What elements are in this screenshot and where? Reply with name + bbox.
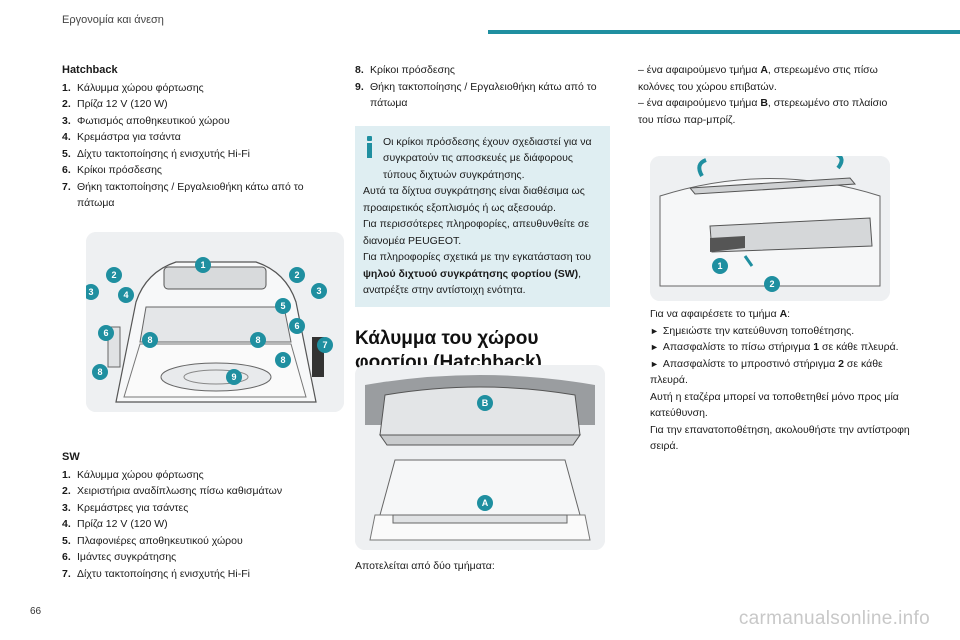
svg-text:3: 3 — [88, 287, 93, 297]
step-2: ►Απασφαλίστε το πίσω στήριγμα 1 σε κάθε … — [650, 341, 899, 353]
page-number: 66 — [30, 606, 42, 617]
column-right: – ένα αφαιρούμενο τμήμα A, στερεωμένο στ… — [638, 62, 900, 128]
watermark: carmanualsonline.info — [738, 608, 930, 629]
svg-text:1: 1 — [200, 260, 205, 270]
column-left: Hatchback 1.Κάλυμμα χώρου φόρτωσης 2.Πρί… — [62, 62, 324, 212]
svg-text:6: 6 — [294, 321, 299, 331]
info-text-3: Για περισσότερες πληροφορίες, απευθυνθεί… — [363, 218, 590, 247]
removal-title: Για να αφαιρέσετε το τμήμα A: — [650, 308, 791, 320]
callout-3: 3 — [86, 284, 99, 300]
figure1-callouts: 1 2 2 3 3 4 5 6 6 7 8 8 8 8 9 — [86, 257, 333, 385]
hatchback-list: 1.Κάλυμμα χώρου φόρτωσης 2.Πρίζα 12 V (1… — [62, 80, 324, 212]
page-header-title: Εργονομία και άνεση — [62, 14, 164, 26]
list-item: 3.Φωτισμός αποθηκευτικού χώρου — [62, 114, 230, 127]
label-2: 2 — [764, 276, 780, 292]
note-reinstall: Για την επανατοποθέτηση, ακολουθήστε την… — [650, 423, 910, 453]
svg-text:8: 8 — [97, 367, 102, 377]
callout-7: 7 — [317, 337, 333, 353]
svg-text:B: B — [482, 398, 489, 408]
trunk-illustration: 1 2 2 3 3 4 5 6 6 7 8 8 8 8 9 — [86, 232, 344, 412]
part-a-description: – ένα αφαιρούμενο τμήμα A, στερεωμένο στ… — [638, 64, 878, 93]
list-item: 1.Κάλυμμα χώρου φόρτωσης — [62, 468, 204, 481]
cover-illustration: B A — [355, 365, 605, 550]
svg-text:2: 2 — [294, 270, 299, 280]
callout-8: 8 — [142, 332, 158, 348]
info-text-2: Αυτά τα δίχτυα συγκράτησης είναι διαθέσι… — [363, 185, 585, 214]
removal-illustration: 1 2 — [650, 156, 890, 301]
list-item: 6.Ιμάντες συγκράτησης — [62, 551, 177, 563]
column-middle: 8.Κρίκοι πρόσδεσης 9.Θήκη τακτοποίησης /… — [355, 62, 610, 375]
list-item: 9.Θήκη τακτοποίησης / Εργαλειοθήκη κάτω … — [355, 80, 597, 110]
list-item: 5.Δίχτυ τακτοποίησης ή ενισχυτής Hi-Fi — [62, 147, 250, 160]
svg-text:8: 8 — [280, 355, 285, 365]
list-item: 2.Χειριστήρια αναδίπλωσης πίσω καθισμάτω… — [62, 485, 283, 497]
header-rule — [488, 30, 960, 34]
label-a: A — [477, 495, 493, 511]
callout-8: 8 — [92, 364, 108, 380]
callout-5: 5 — [275, 298, 291, 314]
info-box: Οι κρίκοι πρόσδεσης έχουν σχεδιαστεί για… — [355, 125, 610, 307]
callout-8: 8 — [275, 352, 291, 368]
sw-list: 1.Κάλυμμα χώρου φόρτωσης 2.Χειριστήρια α… — [62, 467, 324, 583]
cover-caption: Αποτελείται από δύο τμήματα: — [355, 560, 495, 572]
cover-parts-figure: B A — [355, 365, 605, 550]
removal-figure: 1 2 — [650, 156, 890, 301]
list-item: 7.Θήκη τακτοποίησης / Εργαλειοθήκη κάτω … — [62, 180, 304, 210]
list-item: 7.Δίχτυ τακτοποίησης ή ενισχυτής Hi-Fi — [62, 567, 250, 580]
list-item: 6.Κρίκοι πρόσδεσης — [62, 164, 162, 176]
svg-text:6: 6 — [103, 328, 108, 338]
list-item: 5.Πλαφονιέρες αποθηκευτικού χώρου — [62, 534, 243, 547]
list-item: 8.Κρίκοι πρόσδεσης — [355, 64, 455, 76]
svg-text:2: 2 — [769, 279, 774, 289]
arrow-icon: ► — [650, 342, 659, 352]
note-direction: Αυτή η εταζέρα μπορεί να τοποθετηθεί μόν… — [650, 390, 899, 420]
svg-text:2: 2 — [111, 270, 116, 280]
callout-9: 9 — [226, 369, 242, 385]
callout-8: 8 — [250, 332, 266, 348]
svg-text:9: 9 — [231, 372, 236, 382]
list-item: 4.Κρεμάστρα για τσάντα — [62, 131, 181, 143]
svg-text:A: A — [482, 498, 489, 508]
svg-text:3: 3 — [316, 286, 321, 296]
continued-list: 8.Κρίκοι πρόσδεσης 9.Θήκη τακτοποίησης /… — [355, 62, 610, 112]
list-item: 4.Πρίζα 12 V (120 W) — [62, 518, 168, 530]
callout-4: 4 — [118, 287, 134, 303]
svg-text:8: 8 — [255, 335, 260, 345]
info-icon — [367, 135, 373, 158]
svg-text:1: 1 — [717, 261, 722, 271]
label-b: B — [477, 395, 493, 411]
callout-6: 6 — [98, 325, 114, 341]
removal-instructions: Για να αφαιρέσετε το τμήμα A: ►Σημειώστε… — [650, 306, 910, 455]
info-text-4: Για πληροφορίες σχετικά με την εγκατάστα… — [363, 251, 592, 296]
svg-text:4: 4 — [123, 290, 128, 300]
part-b-description: – ένα αφαιρούμενο τμήμα B, στερεωμένο στ… — [638, 97, 888, 126]
list-item: 2.Πρίζα 12 V (120 W) — [62, 98, 168, 110]
info-text-1: Οι κρίκοι πρόσδεσης έχουν σχεδιαστεί για… — [383, 135, 592, 181]
svg-text:8: 8 — [147, 335, 152, 345]
arrow-icon: ► — [650, 325, 659, 336]
label-1: 1 — [712, 258, 728, 274]
svg-text:5: 5 — [280, 301, 285, 311]
sw-section: SW 1.Κάλυμμα χώρου φόρτωσης 2.Χειριστήρι… — [62, 449, 324, 582]
sw-title: SW — [62, 451, 80, 463]
hatchback-title: Hatchback — [62, 64, 118, 76]
arrow-icon: ► — [650, 358, 659, 369]
list-item: 1.Κάλυμμα χώρου φόρτωσης — [62, 81, 204, 94]
svg-text:7: 7 — [322, 340, 327, 350]
step-3: ►Απασφαλίστε το μπροστινό στήριγμα 2 σε … — [650, 357, 883, 387]
callout-3: 3 — [311, 283, 327, 299]
list-item: 3.Κρεμάστρες για τσάντες — [62, 501, 189, 514]
step-1: ►Σημειώστε την κατεύθυνση τοποθέτησης. — [650, 324, 855, 337]
callout-2: 2 — [289, 267, 305, 283]
callout-1: 1 — [195, 257, 211, 273]
callout-6: 6 — [289, 318, 305, 334]
trunk-overview-figure: 1 2 2 3 3 4 5 6 6 7 8 8 8 8 9 — [86, 232, 344, 412]
callout-2: 2 — [106, 267, 122, 283]
